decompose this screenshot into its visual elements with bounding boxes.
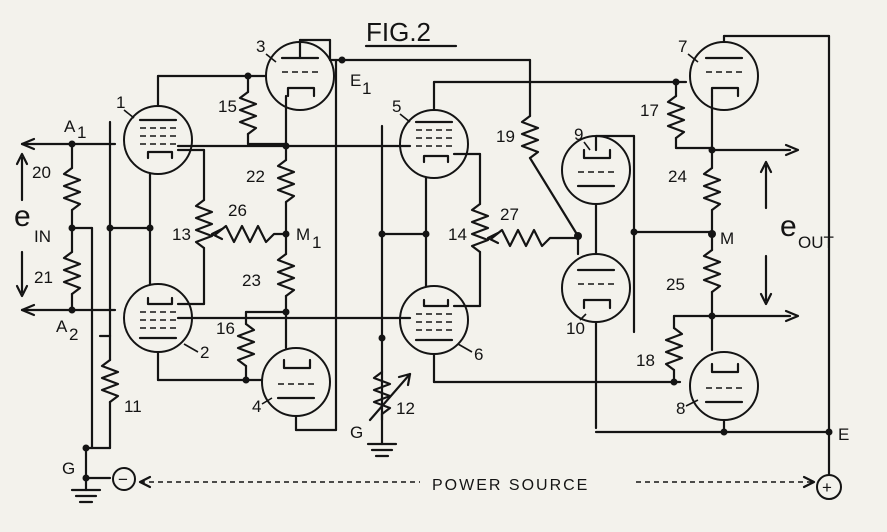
node-a1-label: A [64,117,76,136]
node-e1-sub: 1 [362,79,371,98]
resistor-14 [470,202,490,254]
node-m1-label: M [296,225,310,244]
resistor-24 [702,166,722,212]
resistor-11-label: 11 [124,397,142,416]
node-a2-sub: 2 [69,325,78,344]
resistor-15 [238,90,258,136]
negative-terminal [112,467,136,491]
resistor-26 [214,224,288,244]
tube-10 [561,253,631,323]
resistor-21-label: 21 [34,268,53,287]
tube-9-label: 9 [574,125,583,144]
tube-5 [399,109,469,179]
resistor-17-label: 17 [640,101,659,120]
tube-3-label: 3 [256,37,265,56]
resistor-12-label: 12 [396,399,415,418]
positive-symbol: + [822,478,832,497]
resistor-25-label: 25 [666,275,685,294]
tube-4-label: 4 [252,397,261,416]
resistor-23-label: 23 [242,271,261,290]
resistor-18-label: 18 [636,351,655,370]
tube-4 [261,347,331,417]
tube-6 [399,285,469,355]
resistor-12 [372,370,392,416]
resistor-22 [276,158,296,204]
resistor-19 [520,114,540,160]
input-arrow-bottom [20,303,36,317]
resistor-16-label: 16 [216,319,235,338]
node-a1-sub: 1 [77,123,86,142]
resistor-27 [490,228,580,248]
input-voltage-label: e [14,200,31,233]
resistor-17 [666,94,686,140]
resistor-27-label: 27 [500,205,519,224]
tube-6-label: 6 [474,345,483,364]
tube-1-label: 1 [116,93,125,112]
input-voltage-sub: IN [34,227,51,246]
node-e-label: E [838,425,849,444]
resistor-25 [702,248,722,294]
resistor-19-label: 19 [496,127,515,146]
power-source-label: POWER SOURCE [432,477,589,494]
resistor-13-label: 13 [172,225,191,244]
resistor-18 [664,326,684,372]
resistor-26-label: 26 [228,201,247,220]
tube-2-label: 2 [200,343,209,362]
resistor-20-label: 20 [32,163,51,182]
node-e1-label: E [350,71,361,90]
resistor-11 [100,358,120,404]
resistor-16 [236,322,256,368]
input-arrow-top [20,137,36,151]
tube-8-label: 8 [676,399,685,418]
resistor-14-label: 14 [448,225,467,244]
tube-10-label: 10 [566,319,585,338]
negative-symbol: − [118,470,128,489]
tube-7-label: 7 [678,37,687,56]
tube-8 [689,351,759,421]
node-m1-sub: 1 [312,233,321,252]
resistor-13 [194,198,214,250]
figure-title: FIG.2 [366,17,431,47]
resistor-15-label: 15 [218,97,237,116]
ground-left-label: G [62,459,75,478]
resistor-21 [62,250,82,296]
ground-mid-label: G [350,423,363,442]
output-voltage-sub: OUT [798,233,834,252]
resistor-22-label: 22 [246,167,265,186]
node-m-label: M [720,229,734,248]
output-voltage-label: e [780,210,797,243]
resistor-23 [276,252,296,298]
resistor-20 [62,166,82,212]
tube-7 [689,41,759,111]
resistor-24-label: 24 [668,167,687,186]
node-a2-label: A [56,317,68,336]
tube-5-label: 5 [392,97,401,116]
tube-1 [123,105,193,175]
